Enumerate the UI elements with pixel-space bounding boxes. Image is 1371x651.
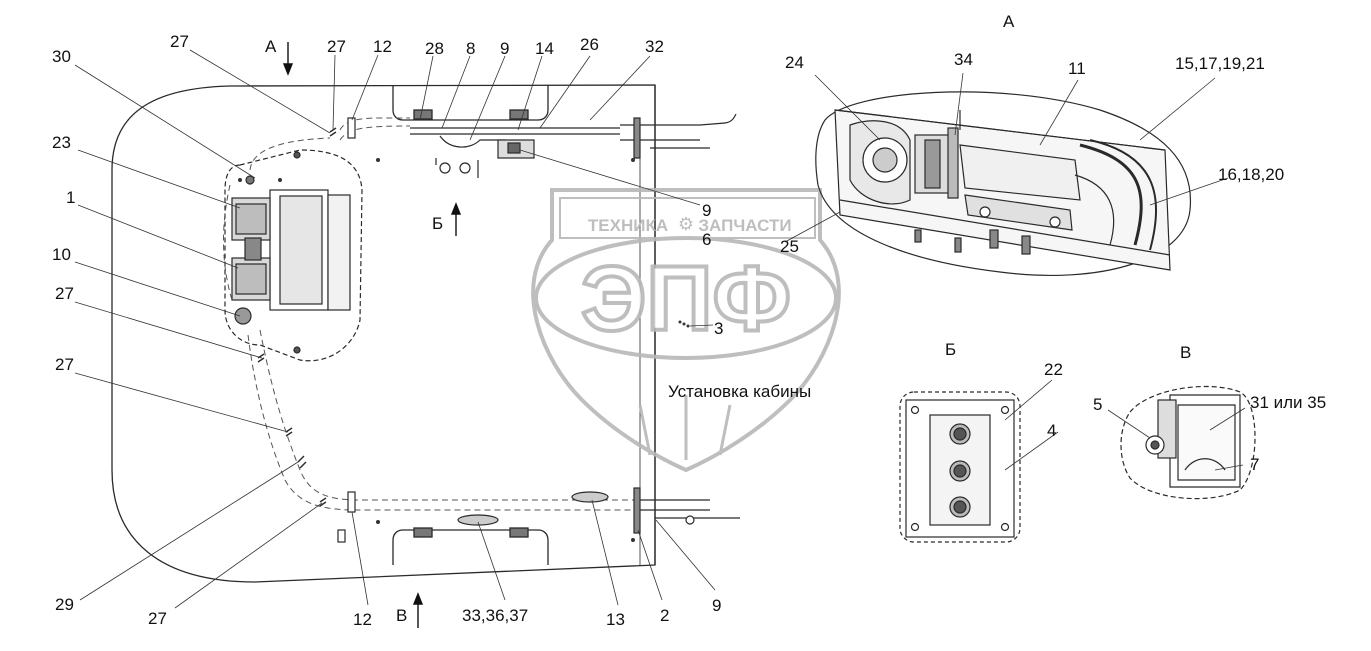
label-27-top-left: 27 [170,32,189,51]
label-23: 23 [52,133,71,152]
label-27-left-1: 27 [55,284,74,303]
hose-runs [223,117,640,511]
view-b-marker: Б [432,214,443,233]
label-16-18-20: 16,18,20 [1218,165,1284,184]
label-22: 22 [1044,360,1063,379]
label-3: 3 [714,319,723,338]
upper-pipes [347,113,737,178]
leader-lines [74,49,1246,609]
view-v-detail [1120,385,1256,500]
watermark-oval [534,236,838,360]
watermark: ТЕХНИКА ⚙ ЗАПЧАСТИ ЭПФ [531,188,841,473]
label-27-top: 27 [327,37,346,56]
label-26: 26 [580,35,599,54]
view-b-panel [899,391,1021,543]
heater-unit [224,149,363,362]
label-5: 5 [1093,395,1102,414]
label-29: 29 [55,595,74,614]
watermark-line2: ЗАПЧАСТИ [698,216,791,235]
label-15-17-19-21: 15,17,19,21 [1175,54,1265,73]
view-arrows [282,42,462,628]
label-27-bottom: 27 [148,609,167,628]
label-11: 11 [1068,59,1086,78]
view-v-marker: В [396,606,407,625]
view-b-title: Б [945,340,956,359]
label-31-or-35: 31 или 35 [1250,393,1326,412]
label-12-top: 12 [373,37,392,56]
view-a-detail [815,91,1192,276]
label-25: 25 [780,237,799,256]
clamp-marks [257,127,337,507]
label-4: 4 [1047,421,1056,440]
label-8: 8 [466,39,475,58]
label-10: 10 [52,245,71,264]
watermark-logo: ЭПФ [581,248,791,350]
watermark-line1: ТЕХНИКА [588,216,668,235]
label-32: 32 [645,37,664,56]
top-bracket [392,85,549,121]
view-a-title: А [1003,12,1015,31]
label-30: 30 [52,47,71,66]
label-14: 14 [535,39,554,58]
label-7: 7 [1250,455,1259,474]
watermark-gear-icon: ⚙ [678,214,694,234]
label-2: 2 [660,606,669,625]
label-12-bottom: 12 [353,610,372,629]
watermark-shield [531,188,841,473]
floor-plate [111,84,656,583]
label-34: 34 [954,50,973,69]
label-28: 28 [425,39,444,58]
label-9-mid: 9 [702,201,711,220]
label-27-left-2: 27 [55,355,74,374]
callout-labels: 30 27 27 12 28 8 9 14 26 32 23 1 10 27 2… [52,12,1326,629]
label-6: 6 [702,230,711,249]
label-9-top: 9 [500,39,509,58]
label-13: 13 [606,610,625,629]
watermark-wheat-icon [638,395,732,460]
bolts [238,158,690,542]
label-1: 1 [66,188,75,207]
view-v-title: В [1180,343,1191,362]
lower-pipes [337,487,740,543]
label-9-bottom: 9 [712,596,721,615]
diagram-caption: Установка кабины [668,382,811,401]
view-a-marker: А [265,37,277,56]
label-24: 24 [785,53,804,72]
bottom-bracket [392,527,549,565]
label-33-36-37: 33,36,37 [462,606,528,625]
